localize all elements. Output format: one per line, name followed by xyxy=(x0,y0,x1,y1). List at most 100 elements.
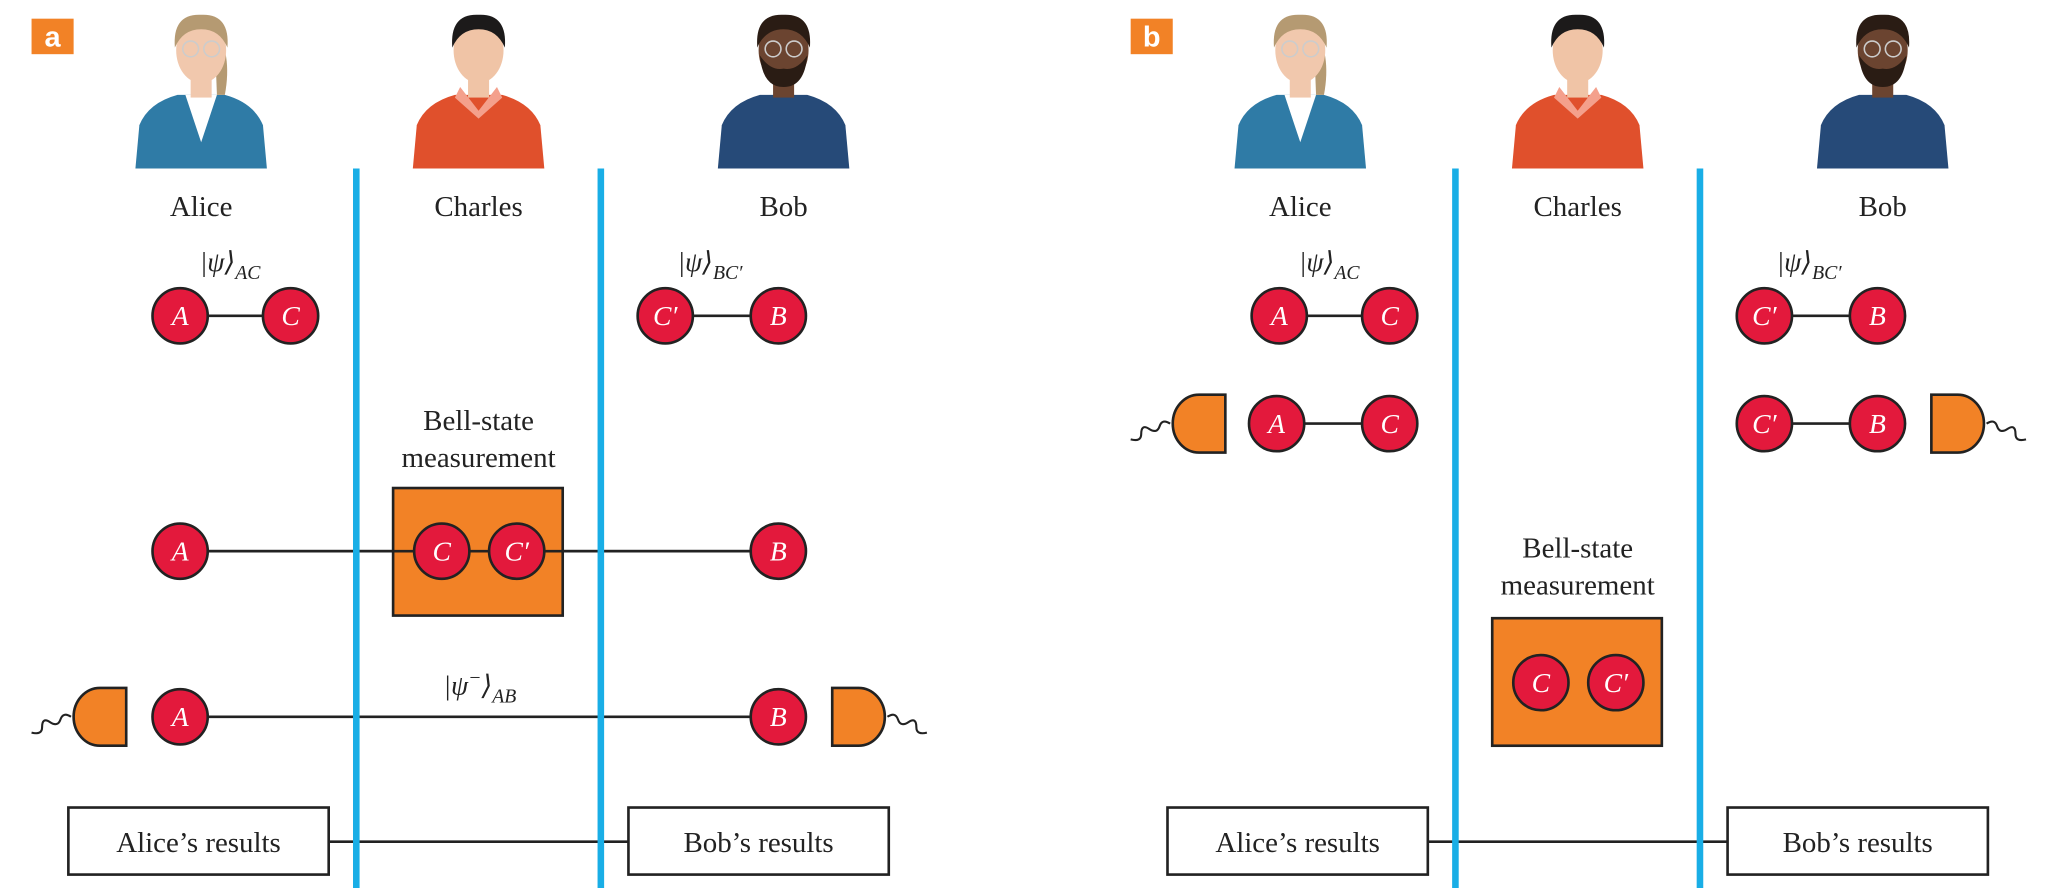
qubit-Cp: C′ xyxy=(487,522,546,581)
alice-results-box xyxy=(1166,806,1430,876)
hair xyxy=(1856,14,1910,48)
qubit-circle xyxy=(1735,394,1794,453)
face xyxy=(176,17,227,84)
qubit-B: B xyxy=(749,286,808,345)
glasses-icon xyxy=(1281,40,1299,58)
qubit-label: B xyxy=(770,300,787,331)
torso xyxy=(1511,94,1644,169)
glasses-icon xyxy=(1863,40,1881,58)
qubit-A: A xyxy=(151,522,210,581)
detector-wire xyxy=(886,713,928,735)
qubit-circle xyxy=(1848,286,1907,345)
collar xyxy=(454,87,503,119)
qubit-circle xyxy=(1247,394,1306,453)
bob-avatar xyxy=(1816,14,1949,169)
glasses-icon xyxy=(202,40,221,58)
qubit-A: A xyxy=(151,286,210,345)
qubit-Cp: C′ xyxy=(1735,394,1794,453)
subscript: AB xyxy=(490,685,516,707)
glasses-icon xyxy=(181,40,200,58)
bob-name: Bob xyxy=(759,191,807,223)
face xyxy=(1275,17,1326,84)
bob-results-box xyxy=(1726,806,1990,876)
qubit-circle xyxy=(1360,286,1419,345)
charles-name: Charles xyxy=(1534,191,1622,223)
hair xyxy=(757,14,811,48)
qubit-C: C xyxy=(1360,286,1419,345)
glasses-icon xyxy=(1302,40,1320,58)
qubit-label: C′ xyxy=(1604,667,1629,698)
detector-icon xyxy=(31,686,128,748)
qubit-circle xyxy=(151,522,210,581)
alice-name: Alice xyxy=(170,191,233,223)
qubit-A: A xyxy=(1250,286,1309,345)
panel-label: b xyxy=(1143,21,1161,53)
panel-label: a xyxy=(45,21,62,53)
qubit-C: C xyxy=(261,286,320,345)
qubit-label: A xyxy=(1266,408,1285,439)
subscript: BC′ xyxy=(1812,262,1842,284)
detector-wire xyxy=(1985,420,2027,442)
subscript: AC xyxy=(233,262,261,284)
bsm-label-line1: Bell-state xyxy=(1522,533,1633,565)
ket: |ψ⟩ xyxy=(1299,246,1335,277)
qubit-B: B xyxy=(749,522,808,581)
shirt-collar xyxy=(185,94,217,143)
state-ac: |ψ⟩AC xyxy=(200,246,262,284)
state-ab: |ψ−⟩AB xyxy=(443,667,516,707)
ket: |ψ⟩ xyxy=(677,246,713,277)
alice-avatar xyxy=(135,14,267,169)
detector-body xyxy=(72,686,128,748)
bob-name: Bob xyxy=(1859,191,1907,223)
alice-results-label: Alice’s results xyxy=(1215,827,1380,859)
qubit-circle xyxy=(1511,653,1570,712)
torso xyxy=(1816,94,1949,169)
hair xyxy=(1273,14,1327,48)
torso xyxy=(412,94,545,169)
bsm-label-line2: measurement xyxy=(402,442,556,474)
qubit-circle xyxy=(1360,394,1419,453)
qubit-label: A xyxy=(1269,300,1288,331)
glasses-icon xyxy=(1884,40,1902,58)
qubit-label: C xyxy=(281,300,300,331)
qubit-label: C′ xyxy=(1752,408,1777,439)
detector-wire xyxy=(1130,420,1171,442)
qubit-Cp: C′ xyxy=(1735,286,1794,345)
ket: |ψ⟩ xyxy=(200,246,236,277)
bob-results-label: Bob’s results xyxy=(1783,827,1933,859)
detector-icon xyxy=(1130,393,1227,454)
glasses-icon xyxy=(764,40,782,58)
bob-results-box xyxy=(627,806,891,876)
qubit-label: C xyxy=(1532,667,1551,698)
qubit-B: B xyxy=(1848,286,1907,345)
detector-wire xyxy=(31,713,72,735)
qubit-Cp: C′ xyxy=(636,286,695,345)
ket: |ψ⟩ xyxy=(1777,246,1813,277)
alice-name: Alice xyxy=(1269,191,1332,223)
qubit-circle xyxy=(412,522,471,581)
detector-body xyxy=(1171,393,1227,454)
panel-label-box xyxy=(31,18,74,55)
qubit-label: A xyxy=(170,300,189,331)
qubit-B: B xyxy=(1848,394,1907,453)
qubit-circle xyxy=(151,687,210,746)
qubit-label: C′ xyxy=(504,535,529,566)
charles-name: Charles xyxy=(434,191,522,223)
state-ac: |ψ⟩AC xyxy=(1299,246,1361,284)
qubit-circle xyxy=(749,687,808,746)
qubit-label: B xyxy=(770,535,787,566)
qubit-circle xyxy=(636,286,695,345)
hair xyxy=(452,14,506,48)
charles-avatar xyxy=(412,14,545,169)
qubit-circle xyxy=(261,286,320,345)
qubit-B: B xyxy=(749,687,808,746)
ket: |ψ xyxy=(443,669,469,700)
panel-label-box xyxy=(1130,18,1173,55)
qubit-circle xyxy=(487,522,546,581)
hair xyxy=(174,14,228,48)
torso xyxy=(717,94,850,169)
qubit-label: A xyxy=(170,701,189,732)
qubit-label: B xyxy=(1869,300,1886,331)
